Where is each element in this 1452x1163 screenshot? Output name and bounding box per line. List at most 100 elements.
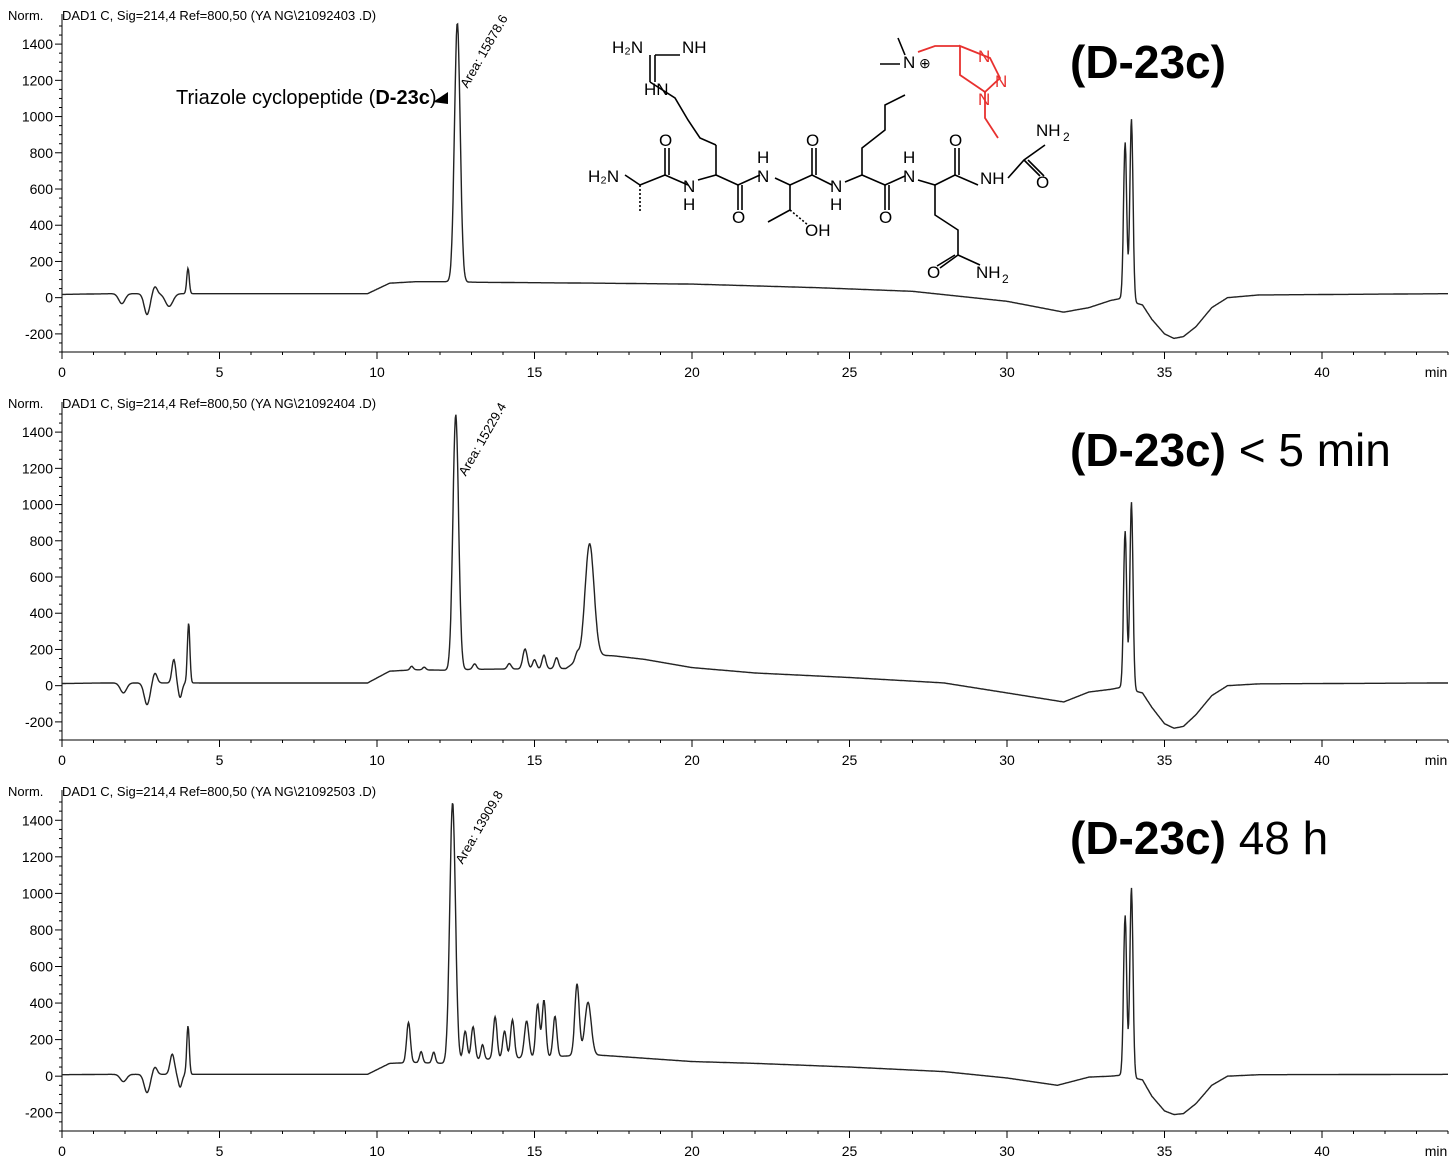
chromatogram-trace bbox=[62, 803, 1448, 1116]
y-tick-label: 800 bbox=[30, 145, 54, 161]
x-tick-label: 30 bbox=[999, 752, 1015, 768]
y-tick-label: 1200 bbox=[22, 849, 53, 865]
y-tick-label: 200 bbox=[30, 641, 54, 657]
x-tick-label: 15 bbox=[527, 364, 543, 380]
y-tick-label: 1000 bbox=[22, 497, 53, 513]
x-tick-label: 20 bbox=[684, 1143, 700, 1159]
struct-label: 2 bbox=[1002, 272, 1009, 286]
chemical-labels: H₂N NH HN H₂N O N H O N H O OH N H O N ⊕… bbox=[588, 38, 1070, 286]
struct-label: N bbox=[903, 53, 915, 72]
y-axis-label: Norm. bbox=[8, 396, 43, 411]
x-tick-label: 10 bbox=[369, 364, 385, 380]
struct-label: O bbox=[949, 131, 962, 150]
struct-label: N bbox=[757, 167, 769, 186]
x-tick-label: 15 bbox=[527, 752, 543, 768]
y-tick-label: 200 bbox=[30, 253, 54, 269]
struct-label: H₂N bbox=[612, 38, 643, 57]
y-tick-label: 600 bbox=[30, 959, 54, 975]
x-tick-label: 30 bbox=[999, 1143, 1015, 1159]
x-tick-label: 0 bbox=[58, 364, 66, 380]
y-axis-label: Norm. bbox=[8, 784, 43, 799]
y-tick-label: 400 bbox=[30, 605, 54, 621]
y-tick-label: 1200 bbox=[22, 460, 53, 476]
x-tick-label: 25 bbox=[842, 752, 858, 768]
struct-label: NH bbox=[980, 169, 1005, 188]
y-tick-label: 800 bbox=[30, 922, 54, 938]
y-tick-label: 0 bbox=[45, 1068, 53, 1084]
chromatogram-trace bbox=[62, 414, 1448, 729]
y-tick-label: 400 bbox=[30, 217, 54, 233]
compound-label-suffix: ) bbox=[430, 87, 437, 109]
struct-label: N bbox=[683, 177, 695, 196]
signal-header: DAD1 C, Sig=214,4 Ref=800,50 (YA NG\2109… bbox=[62, 8, 376, 23]
panel-title-compound: (D-23c) bbox=[1070, 812, 1226, 864]
struct-label: O bbox=[1036, 173, 1049, 192]
struct-label: O bbox=[806, 131, 819, 150]
struct-label: O bbox=[879, 208, 892, 227]
struct-label: H₂N bbox=[588, 167, 619, 186]
triazole-n-labels: N N N bbox=[978, 47, 1007, 109]
struct-label: O bbox=[659, 131, 672, 150]
struct-label: N bbox=[830, 177, 842, 196]
signal-header: DAD1 C, Sig=214,4 Ref=800,50 (YA NG\2109… bbox=[62, 784, 376, 799]
chromatogram-trace bbox=[62, 22, 1448, 340]
y-tick-label: -200 bbox=[25, 1105, 53, 1121]
panel-title-compound: (D-23c) bbox=[1070, 424, 1226, 476]
struct-label: NH bbox=[976, 263, 1001, 282]
peak-area-label: Area: 15229.4 bbox=[455, 400, 509, 478]
struct-label: 2 bbox=[1063, 130, 1070, 144]
chemical-structure bbox=[624, 37, 1046, 269]
x-tick-label: 20 bbox=[684, 364, 700, 380]
struct-label: H bbox=[903, 148, 915, 167]
y-axis-label: Norm. bbox=[8, 8, 43, 23]
struct-label: N bbox=[903, 167, 915, 186]
y-tick-label: 1400 bbox=[22, 424, 53, 440]
y-tick-label: -200 bbox=[25, 326, 53, 342]
struct-label: ⊕ bbox=[919, 55, 931, 71]
y-tick-label: 1000 bbox=[22, 885, 53, 901]
y-tick-label: 600 bbox=[30, 569, 54, 585]
struct-label: N bbox=[978, 90, 990, 109]
x-axis-label: min bbox=[1425, 364, 1448, 380]
x-tick-label: 10 bbox=[369, 1143, 385, 1159]
x-tick-label: 25 bbox=[842, 1143, 858, 1159]
panel-title-compound: (D-23c) bbox=[1070, 36, 1226, 88]
x-tick-label: 40 bbox=[1314, 364, 1330, 380]
y-tick-label: 400 bbox=[30, 995, 54, 1011]
x-tick-label: 35 bbox=[1157, 1143, 1173, 1159]
struct-label: OH bbox=[805, 221, 831, 240]
x-tick-label: 5 bbox=[216, 752, 224, 768]
triazole-highlight bbox=[917, 44, 1002, 139]
struct-label: H bbox=[757, 148, 769, 167]
y-tick-label: 1400 bbox=[22, 36, 53, 52]
y-tick-label: 1400 bbox=[22, 812, 53, 828]
compound-label: Triazole cyclopeptide (D-23c) bbox=[176, 87, 448, 109]
x-tick-label: 25 bbox=[842, 364, 858, 380]
peak-area-label: Area: 15878.6 bbox=[457, 12, 511, 90]
panel-title: (D-23c) 48 h bbox=[1070, 812, 1328, 864]
y-tick-label: 200 bbox=[30, 1032, 54, 1048]
x-tick-label: 35 bbox=[1157, 364, 1173, 380]
y-tick-label: -200 bbox=[25, 714, 53, 730]
compound-label-prefix: Triazole cyclopeptide ( bbox=[176, 87, 376, 109]
x-tick-label: 40 bbox=[1314, 752, 1330, 768]
x-tick-label: 15 bbox=[527, 1143, 543, 1159]
y-tick-label: 800 bbox=[30, 533, 54, 549]
peak-area-label: Area: 13909.8 bbox=[452, 788, 506, 866]
struct-label: NH bbox=[682, 38, 707, 57]
struct-label: H bbox=[683, 195, 695, 214]
compound-label-bold: D-23c bbox=[375, 87, 429, 109]
x-tick-label: 10 bbox=[369, 752, 385, 768]
panel-title-condition: < 5 min bbox=[1226, 424, 1391, 476]
svg-text:Triazole cyclopeptide (D-23c): Triazole cyclopeptide (D-23c) bbox=[176, 87, 437, 109]
y-tick-label: 600 bbox=[30, 181, 54, 197]
struct-label: NH bbox=[1036, 121, 1061, 140]
struct-label: H bbox=[830, 195, 842, 214]
x-tick-label: 5 bbox=[216, 1143, 224, 1159]
y-tick-label: 1200 bbox=[22, 72, 53, 88]
x-tick-label: 5 bbox=[216, 364, 224, 380]
